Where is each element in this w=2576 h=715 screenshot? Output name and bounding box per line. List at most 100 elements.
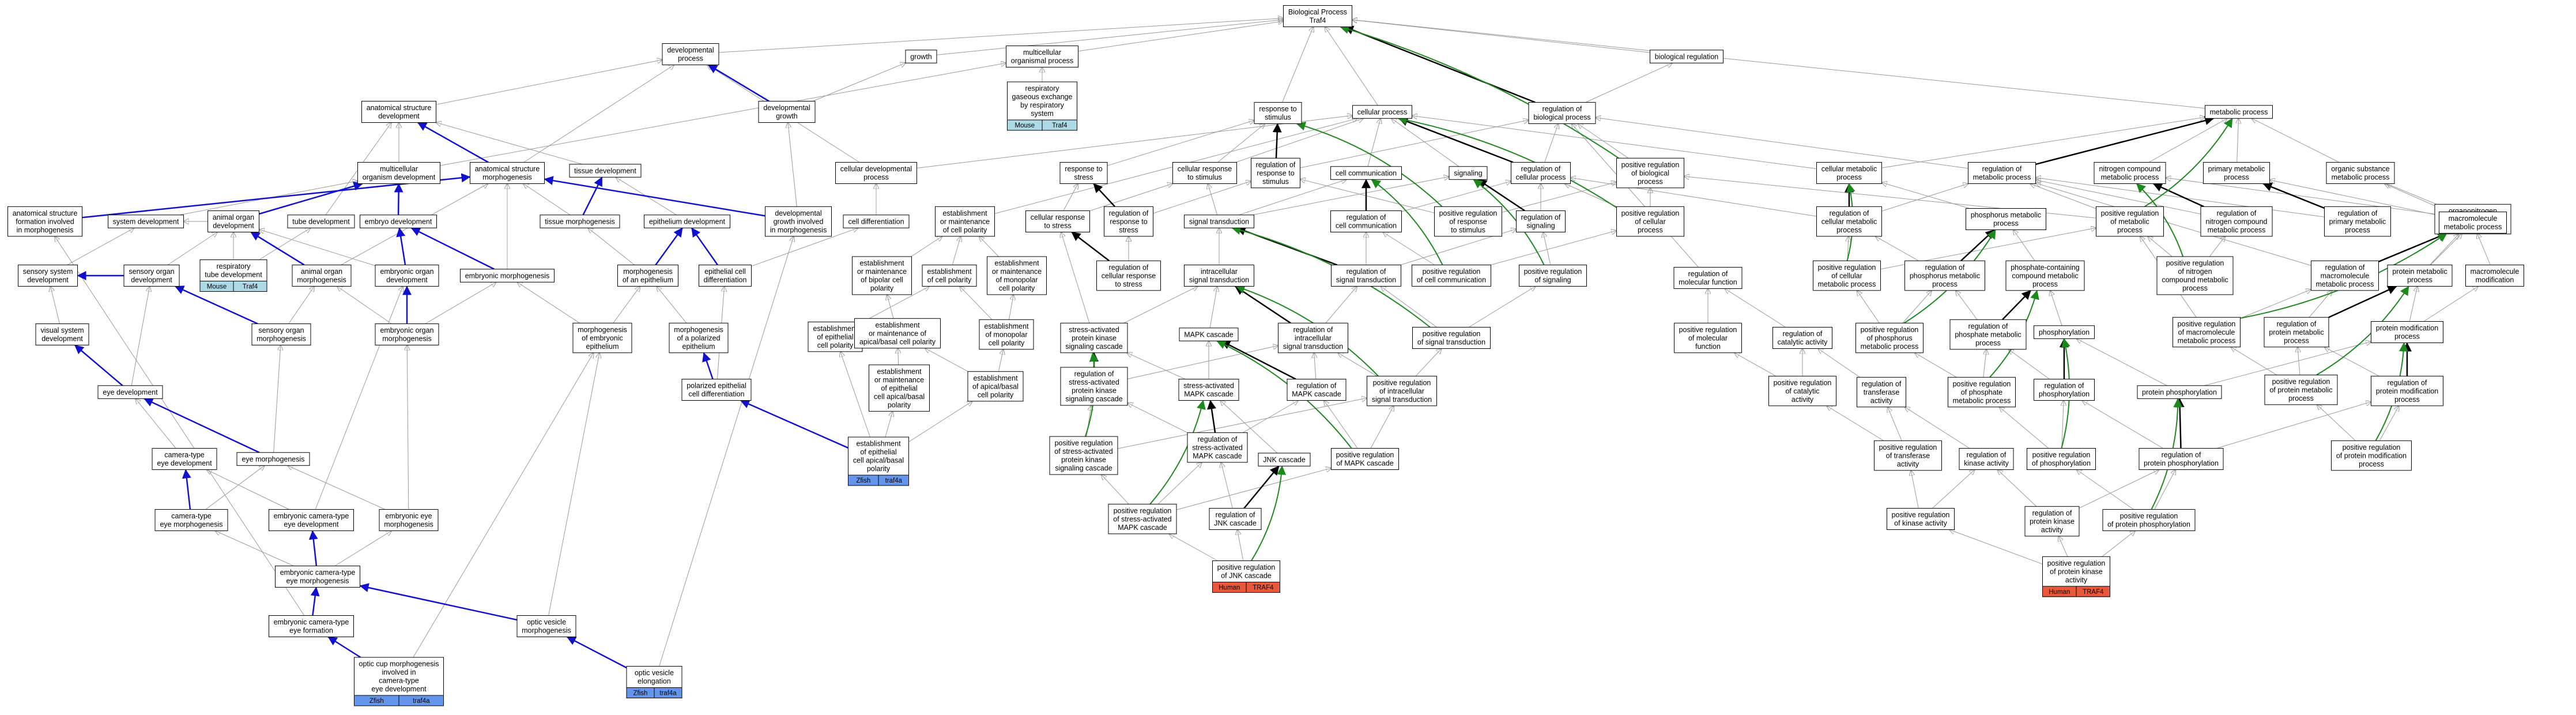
go-term-epidev[interactable]: epithelium development (644, 215, 730, 228)
go-term-embmorph[interactable]: embryonic morphogenesis (460, 269, 555, 283)
go-term-cellcomm[interactable]: cell communication (1330, 166, 1402, 180)
go-term-sigtrans[interactable]: signal transduction (1184, 215, 1254, 228)
go-term-eyemorph[interactable]: eye morphogenesis (236, 452, 310, 466)
go-term-cellproc[interactable]: cellular process (1352, 105, 1412, 119)
go-term-mapk[interactable]: MAPK cascade (1179, 328, 1239, 341)
go-term-metab[interactable]: metabolic process (2205, 105, 2273, 119)
go-term-sysdev[interactable]: system development (108, 215, 184, 228)
go-term-protphos[interactable]: protein phosphorylation (2137, 385, 2222, 399)
go-term-tissdev[interactable]: tissue development (569, 164, 642, 178)
go-term-growth[interactable]: growth (905, 50, 937, 63)
go-term-tissmorph[interactable]: tissue morphogenesis (540, 215, 620, 228)
go-term-jnk[interactable]: JNK cascade (1258, 453, 1311, 466)
go-term-bioreg[interactable]: biological regulation (1650, 50, 1723, 63)
go-term-celldiff[interactable]: cell differentiation (843, 215, 910, 228)
go-term-phosphorylation[interactable]: phosphorylation (2034, 325, 2095, 339)
go-term-eyedev[interactable]: eye development (97, 385, 163, 399)
